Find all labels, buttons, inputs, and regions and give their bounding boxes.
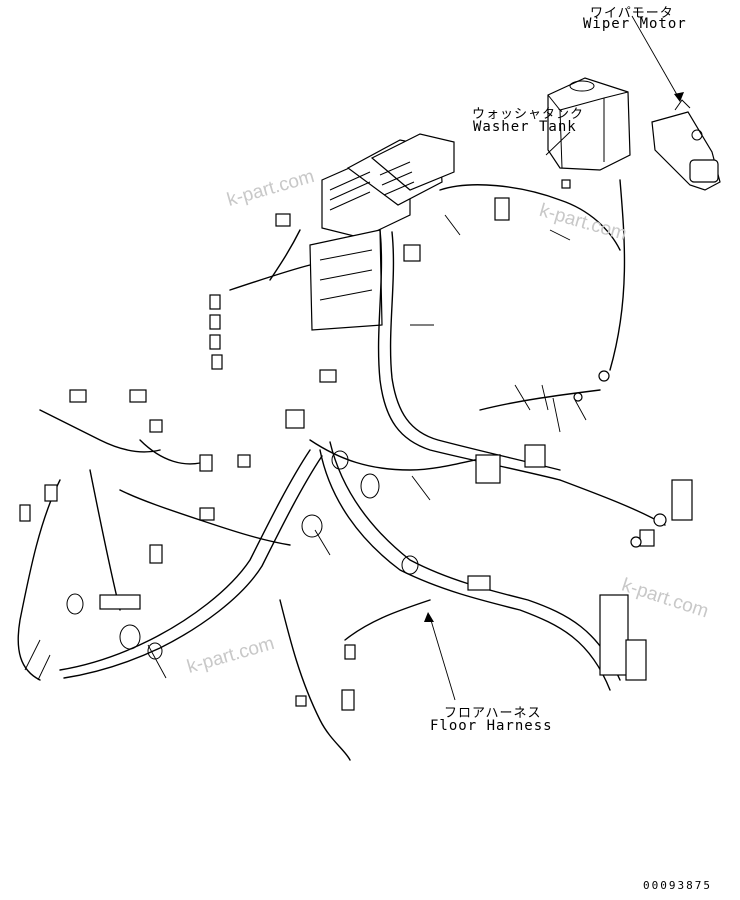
washer-tank-label-jp: ウォッシャタンク — [472, 107, 585, 122]
fuse-box — [309, 133, 455, 331]
wiper-motor-label: Wiper Motor — [583, 16, 687, 32]
leader-lines — [24, 15, 684, 701]
clamps — [66, 450, 419, 660]
washer-tank-label: Washer Tank — [473, 119, 577, 135]
washer-tank — [547, 77, 631, 171]
wiper-motor-label-jp: ワイパモータ — [590, 6, 674, 21]
drawing-code: 00093875 — [643, 879, 712, 892]
connectors — [19, 179, 693, 711]
floor-harness-label-jp: フロアハーネス — [444, 706, 542, 721]
floor-harness-label: Floor Harness — [430, 718, 553, 734]
wiper-motor — [651, 99, 721, 191]
